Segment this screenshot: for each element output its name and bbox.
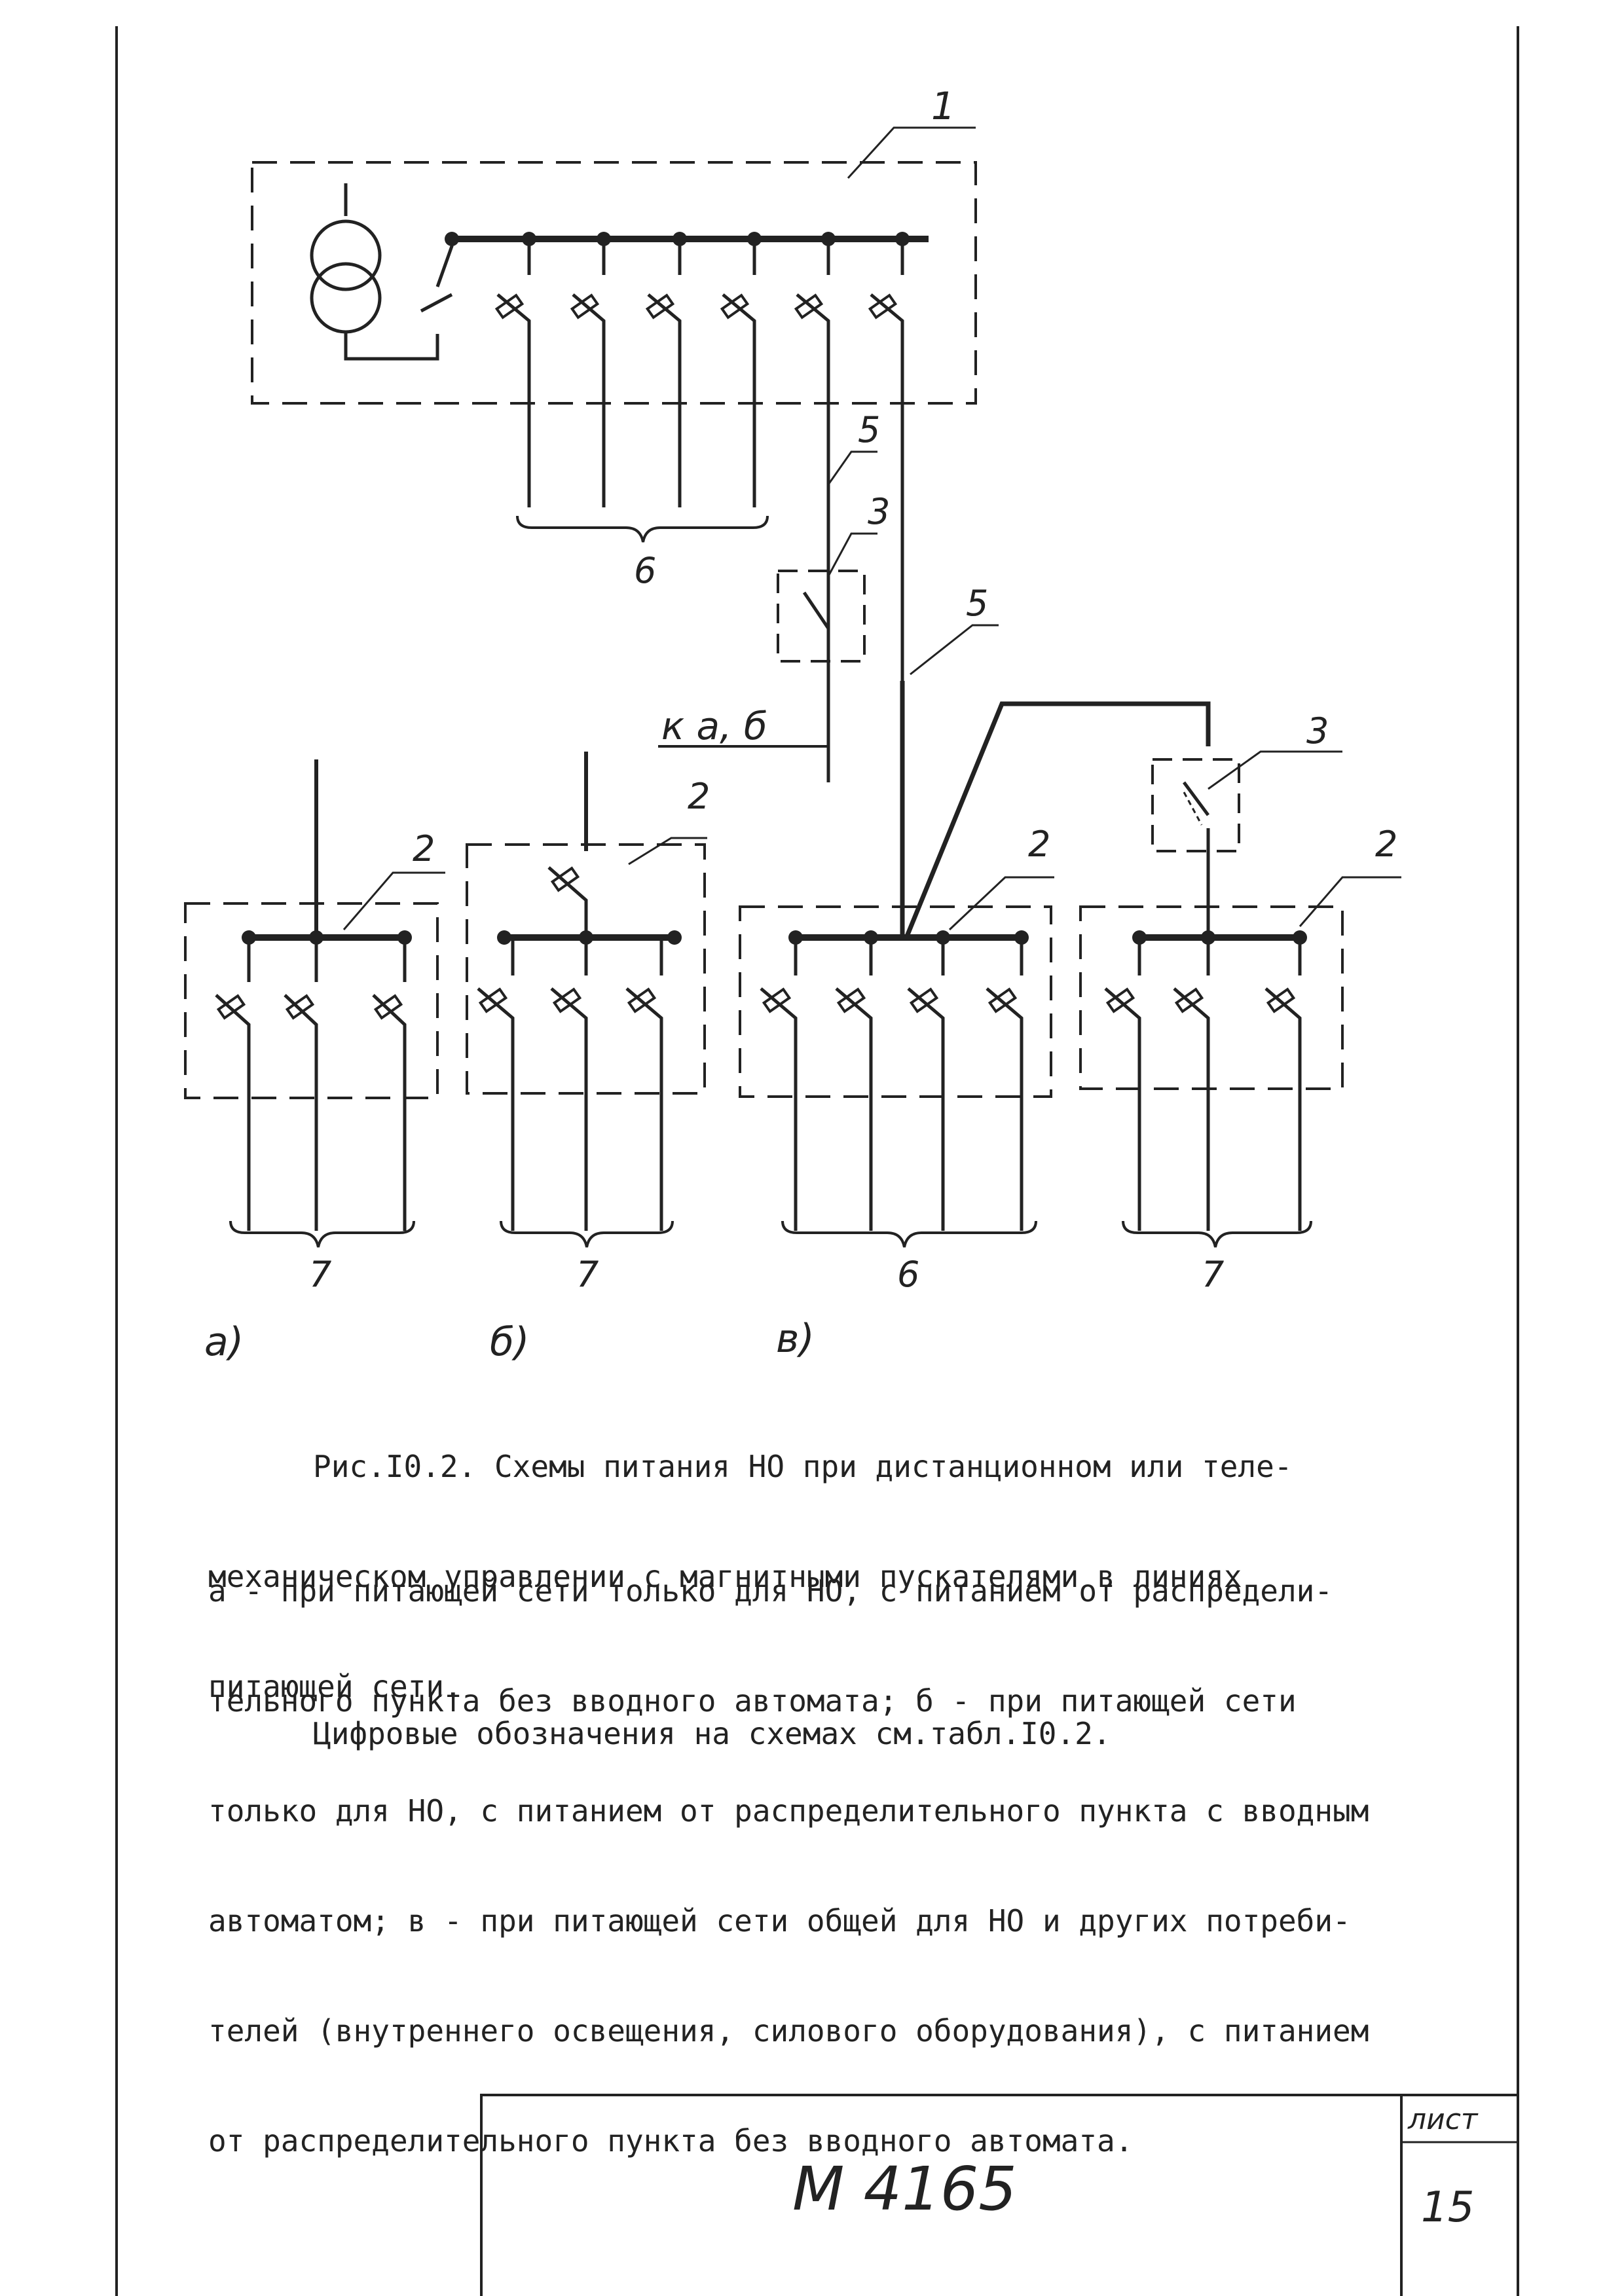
callout-7-a: 7 (309, 1254, 332, 1295)
callout-leaders (342, 126, 1401, 931)
callout-1: 1 (931, 84, 955, 128)
callout-3-right: 3 (1306, 710, 1329, 752)
transformer-icon (310, 219, 382, 291)
callout-5-upper: 5 (858, 409, 881, 450)
diagram-v-left (739, 905, 1052, 1248)
diagram-v-right (1079, 905, 1344, 1248)
control-switch-3-right (1151, 758, 1240, 933)
callout-7-v: 7 (1202, 1254, 1225, 1295)
caption-title-line: механическом управлении с магнитными пус… (208, 1559, 1242, 1594)
sheet-number: 15 (1421, 2183, 1475, 2232)
callout-6-top: 6 (634, 550, 657, 591)
subfig-label-b: б) (490, 1319, 530, 1365)
callout-6-bottom: 6 (897, 1254, 920, 1295)
caption-body: а - при питающей сети только для НО, с п… (208, 1499, 1369, 2196)
caption-body-line: от распределительного пункта без вводног… (208, 2123, 1134, 2159)
caption-title: Рис.I0.2. Схемы питания НО при дистанцио… (208, 1375, 1293, 1741)
distribution-point-1 (251, 161, 977, 405)
diagram-a (184, 759, 439, 1248)
caption-body-line: тельного пункта без вводного автомата; б… (208, 1683, 1297, 1719)
callout-2-b: 2 (688, 776, 710, 817)
feeder-v (900, 681, 1211, 938)
subfig-label-v: в) (776, 1316, 815, 1362)
callout-2-v2: 2 (1375, 824, 1398, 865)
caption-title-line: Рис.I0.2. Схемы питания НО при дистанцио… (313, 1449, 1293, 1484)
brace-6-top (516, 515, 769, 543)
caption-title-line: питающей сети. (208, 1669, 462, 1704)
breaker-icon (494, 239, 531, 507)
caption-note: Цифровые обозначения на схемах см.табл.I… (313, 1716, 1111, 1751)
subfig-label-a: а) (204, 1319, 244, 1365)
callout-7-b: 7 (576, 1254, 599, 1295)
control-switch-3-left (658, 570, 866, 782)
callout-3-left: 3 (868, 491, 891, 532)
diagram-b (466, 752, 706, 1248)
callout-ka-b: к а, б (661, 704, 767, 748)
caption-body-line: телей (внутреннего освещения, силового о… (208, 2013, 1369, 2049)
callout-5-lower: 5 (966, 583, 989, 624)
callout-2-v1: 2 (1028, 824, 1051, 865)
sheet-label: лист (1408, 2103, 1478, 2136)
caption-body-line: а - при питающей сети только для НО, с п… (208, 1573, 1333, 1609)
callout-2-a: 2 (413, 828, 435, 869)
caption-body-line: только для НО, с питанием от распределит… (208, 1793, 1369, 1829)
document-number: М 4165 (792, 2154, 1017, 2224)
caption-body-line: автоматом; в - при питающей сети общей д… (208, 1903, 1351, 1939)
distribution-point-1-frame (251, 161, 977, 405)
title-block (480, 2094, 1518, 2296)
